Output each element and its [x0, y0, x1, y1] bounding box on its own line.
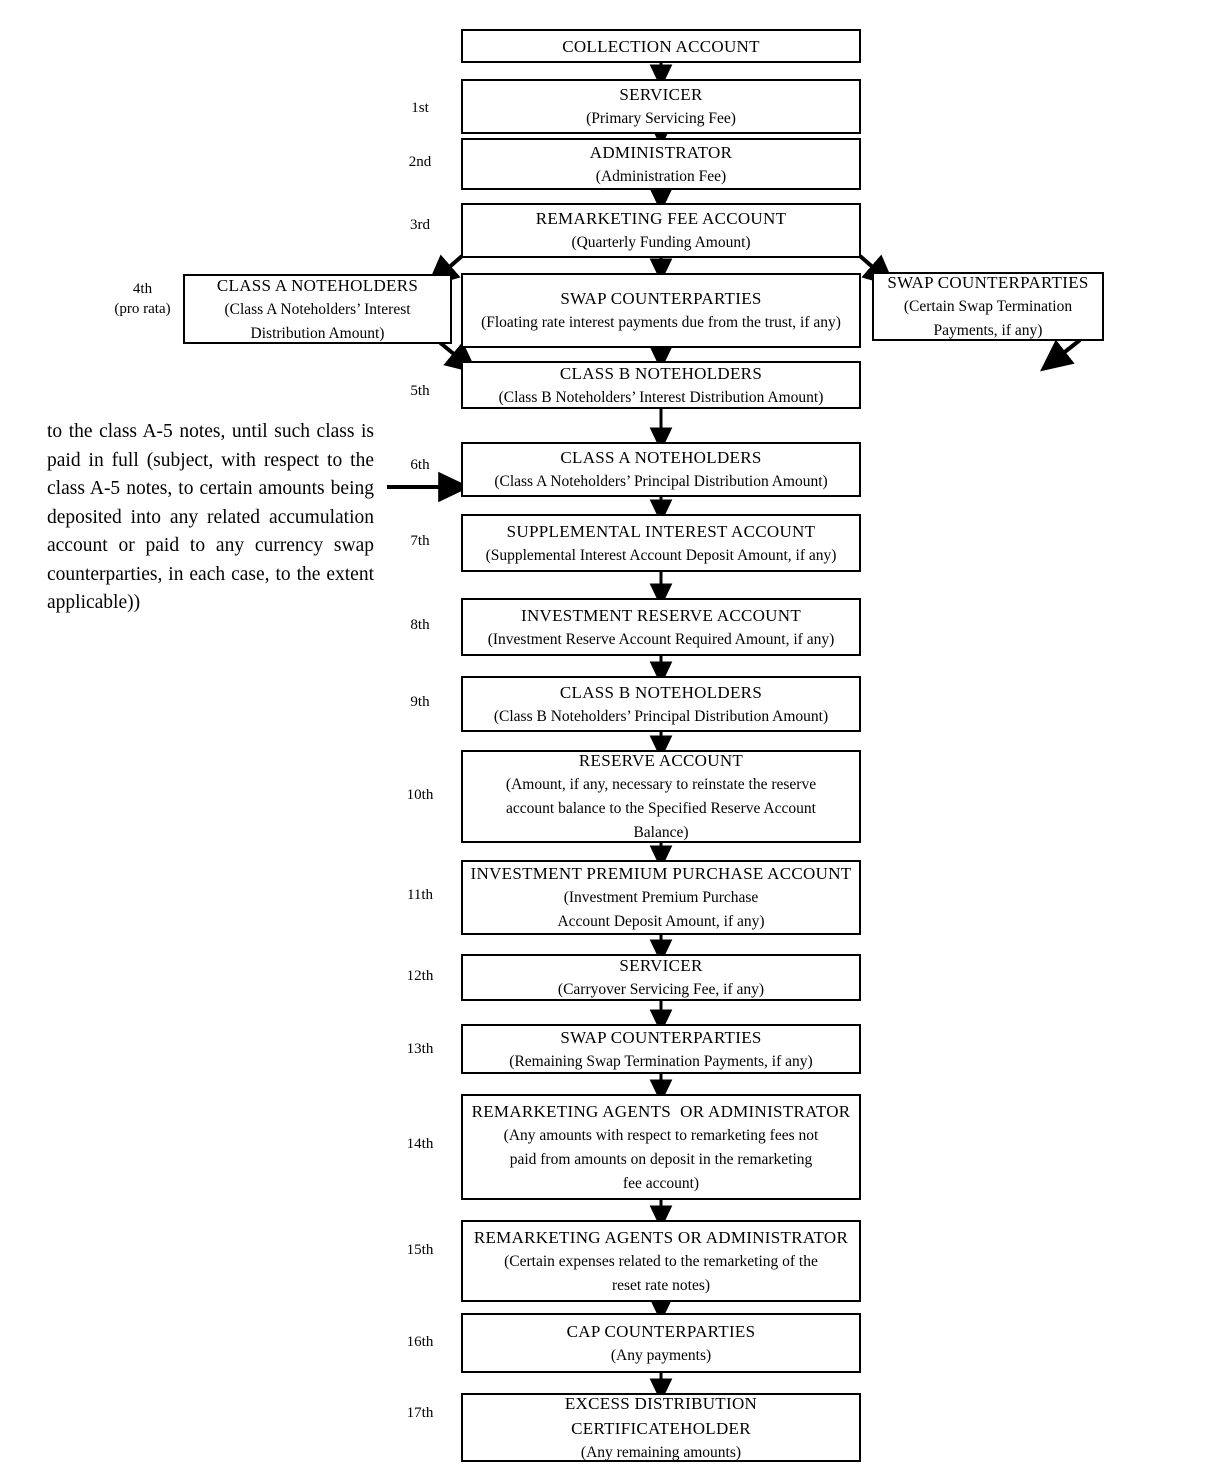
box-title: CLASS A NOTEHOLDERS	[560, 448, 762, 467]
ordinal-4th: 4th (pro rata)	[114, 281, 171, 317]
box-title: REMARKETING AGENTS OR ADMINISTRATOR	[471, 1101, 851, 1121]
ordinal-8th: 8th	[410, 617, 430, 633]
ordinal-11th: 11th	[406, 887, 434, 903]
box-reserve-account[interactable]: RESERVE ACCOUNT (Amount, if any, necessa…	[461, 750, 861, 843]
box-title: CLASS B NOTEHOLDERS	[559, 682, 763, 702]
box-detail: (Class B Noteholders’ Interest Distribut…	[498, 388, 824, 406]
box-swap-floating[interactable]: SWAP COUNTERPARTIES (Floating rate inter…	[461, 273, 861, 348]
box-detail: (Quarterly Funding Amount)	[571, 234, 751, 251]
box-title: COLLECTION ACCOUNT	[562, 36, 760, 56]
box-title: SWAP COUNTERPARTIES	[887, 273, 1089, 292]
box-detail: (Floating rate interest payments due fro…	[481, 314, 841, 331]
box-detail: (Supplemental Interest Account Deposit A…	[485, 546, 837, 564]
box-title: SWAP COUNTERPARTIES	[560, 1027, 762, 1047]
ordinal-5th: 5th	[410, 383, 430, 399]
box-investment-reserve-account[interactable]: INVESTMENT RESERVE ACCOUNT (Investment R…	[461, 598, 861, 656]
box-swap-remaining[interactable]: SWAP COUNTERPARTIES (Remaining Swap Term…	[461, 1024, 861, 1074]
box-detail: (Any remaining amounts)	[580, 1443, 742, 1461]
box-swap-termination[interactable]: SWAP COUNTERPARTIES (Certain Swap Termin…	[872, 272, 1104, 341]
box-remarketing-agents-expenses[interactable]: REMARKETING AGENTS OR ADMINISTRATOR (Cer…	[461, 1220, 861, 1302]
ordinal-14th: 14th	[406, 1136, 434, 1152]
box-title: INVESTMENT PREMIUM PURCHASE ACCOUNT	[470, 864, 852, 883]
box-remarketing-agents-fees[interactable]: REMARKETING AGENTS OR ADMINISTRATOR (Any…	[461, 1094, 861, 1200]
box-detail: (Amount, if any, necessary to reinstate …	[505, 776, 817, 841]
box-title: CAP COUNTERPARTIES	[566, 1321, 756, 1341]
box-class-b-interest[interactable]: CLASS B NOTEHOLDERS (Class B Noteholders…	[461, 361, 861, 409]
ordinal-17th: 17th	[406, 1405, 434, 1421]
ordinal-7th: 7th	[410, 533, 430, 549]
ordinal-12th: 12th	[406, 968, 434, 984]
box-title: RESERVE ACCOUNT	[578, 751, 744, 770]
box-title: SERVICER	[619, 85, 703, 104]
box-detail: (Certain expenses related to the remarke…	[504, 1252, 818, 1294]
ordinal-10th: 10th	[406, 787, 434, 803]
box-title: SERVICER	[619, 956, 703, 975]
ordinal-16th: 16th	[406, 1334, 434, 1350]
box-title: EXCESS DISTRIBUTION CERTIFICATEHOLDER	[564, 1393, 758, 1438]
box-detail: (Primary Servicing Fee)	[586, 110, 736, 127]
box-servicer-primary[interactable]: SERVICER (Primary Servicing Fee)	[461, 79, 861, 134]
box-detail: (Administration Fee)	[595, 167, 727, 185]
box-detail: (Remaining Swap Termination Payments, if…	[509, 1052, 813, 1070]
box-class-a-interest[interactable]: CLASS A NOTEHOLDERS (Class A Noteholders…	[183, 274, 452, 344]
box-excess-distribution-certificateholder[interactable]: EXCESS DISTRIBUTION CERTIFICATEHOLDER (A…	[461, 1393, 861, 1462]
box-detail: (Class A Noteholders’ Principal Distribu…	[494, 473, 828, 490]
explanatory-note: to the class A-5 notes, until such class…	[47, 421, 374, 613]
box-class-b-principal[interactable]: CLASS B NOTEHOLDERS (Class B Noteholders…	[461, 676, 861, 732]
ordinal-1st: 1st	[411, 100, 429, 116]
box-administrator[interactable]: ADMINISTRATOR (Administration Fee)	[461, 138, 861, 190]
ordinal-15th: 15th	[406, 1242, 434, 1258]
box-collection-account[interactable]: COLLECTION ACCOUNT	[461, 29, 861, 63]
ordinal-9th: 9th	[410, 694, 430, 710]
box-title: CLASS A NOTEHOLDERS	[216, 275, 419, 295]
box-detail: (Any amounts with respect to remarketing…	[503, 1126, 819, 1192]
box-title: SWAP COUNTERPARTIES	[560, 289, 762, 308]
box-class-a-principal[interactable]: CLASS A NOTEHOLDERS (Class A Noteholders…	[461, 442, 861, 497]
box-title: CLASS B NOTEHOLDERS	[559, 363, 763, 383]
ordinal-2nd: 2nd	[408, 154, 432, 170]
box-detail: (Certain Swap Termination Payments, if a…	[903, 298, 1073, 339]
box-title: REMARKETING FEE ACCOUNT	[535, 209, 787, 228]
box-title: ADMINISTRATOR	[589, 142, 733, 162]
box-remarketing-fee-account[interactable]: REMARKETING FEE ACCOUNT (Quarterly Fundi…	[461, 203, 861, 258]
box-investment-premium-purchase-account[interactable]: INVESTMENT PREMIUM PURCHASE ACCOUNT (Inv…	[461, 860, 861, 935]
box-detail: (Carryover Servicing Fee, if any)	[557, 981, 765, 998]
box-supplemental-interest-account[interactable]: SUPPLEMENTAL INTEREST ACCOUNT (Supplemen…	[461, 514, 861, 572]
box-cap-counterparties[interactable]: CAP COUNTERPARTIES (Any payments)	[461, 1313, 861, 1373]
box-detail: (Class A Noteholders’ Interest Distribut…	[224, 300, 411, 342]
box-servicer-carryover[interactable]: SERVICER (Carryover Servicing Fee, if an…	[461, 954, 861, 1001]
box-detail: (Investment Reserve Account Required Amo…	[487, 630, 835, 648]
box-title: REMARKETING AGENTS OR ADMINISTRATOR	[473, 1227, 849, 1247]
box-detail: (Any payments)	[610, 1346, 712, 1364]
ordinal-13th: 13th	[406, 1041, 434, 1057]
box-title: SUPPLEMENTAL INTEREST ACCOUNT	[506, 521, 816, 541]
ordinal-3rd: 3rd	[410, 217, 430, 233]
box-detail: (Class B Noteholders’ Principal Distribu…	[493, 707, 829, 725]
box-detail: (Investment Premium Purchase Account Dep…	[557, 889, 765, 930]
ordinal-6th: 6th	[410, 457, 430, 473]
box-title: INVESTMENT RESERVE ACCOUNT	[520, 605, 802, 625]
